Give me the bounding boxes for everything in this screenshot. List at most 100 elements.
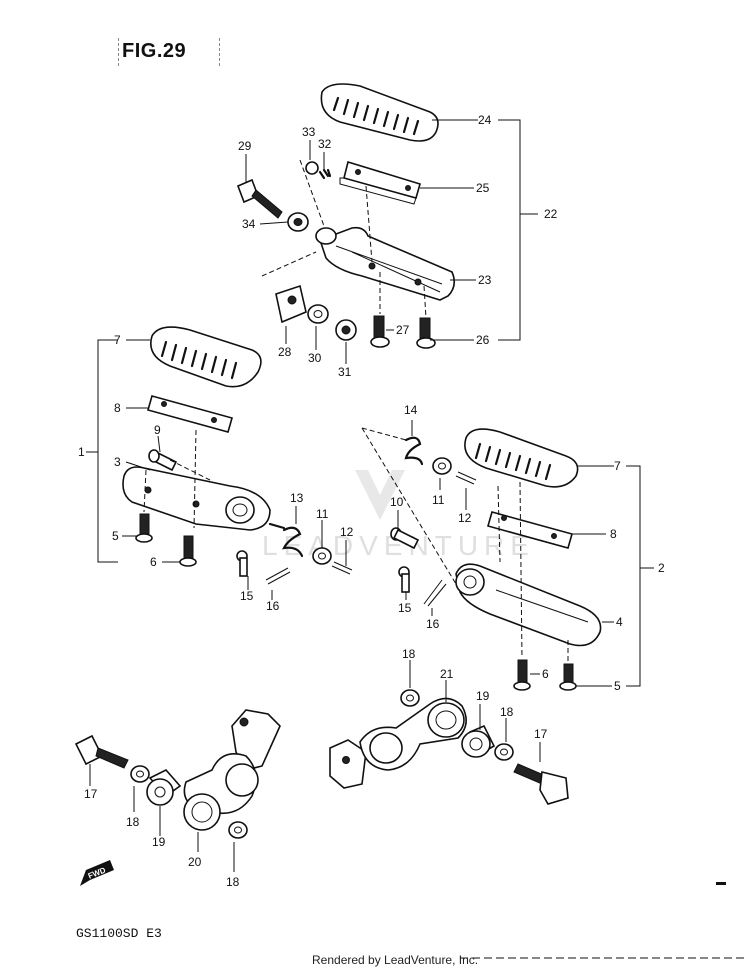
callout-31: 31: [338, 365, 352, 379]
callout-labels: 24 22 25 23 26 27 29 33 32 34 28 30 31 7…: [78, 113, 665, 889]
bolt-29: [236, 178, 283, 219]
callout-29: 29: [238, 139, 252, 153]
footrest-rubber-24: [320, 83, 439, 142]
pin-15-left: [236, 550, 248, 577]
callout-8-left: 8: [114, 401, 121, 415]
washer-11-left: [312, 547, 332, 565]
bracket-21: [329, 697, 467, 789]
callout-13: 13: [290, 491, 304, 505]
rubber-plate-25: [339, 160, 421, 205]
washer-18-top: [400, 689, 420, 707]
figure-label: FIG.29: [122, 40, 187, 62]
screw-26: [416, 317, 436, 349]
callout-6-left: 6: [150, 555, 157, 569]
callout-19-left: 19: [152, 835, 166, 849]
fwd-arrow-icon: FWD: [80, 860, 114, 886]
callout-6-right: 6: [542, 667, 549, 681]
callout-24: 24: [478, 113, 492, 127]
footrest-rubber-7-right: [464, 428, 579, 488]
callout-26: 26: [476, 333, 490, 347]
rubber-plate-8-left: [147, 395, 233, 433]
callout-18-right: 18: [500, 705, 514, 719]
footrest-rubber-7-left: [150, 326, 262, 388]
rubber-plate-8-right: [487, 511, 573, 549]
callout-8-right: 8: [610, 527, 617, 541]
callout-12-left: 12: [340, 525, 354, 539]
callout-34: 34: [242, 217, 256, 231]
callout-15-left: 15: [240, 589, 254, 603]
bolt-17-left: [74, 734, 129, 769]
bracket-28: [275, 284, 307, 324]
pin-10: [390, 527, 420, 550]
callout-15-right: 15: [398, 601, 412, 615]
callout-20: 20: [188, 855, 202, 869]
callout-25: 25: [476, 181, 490, 195]
callout-28: 28: [278, 345, 292, 359]
callout-12-right: 12: [458, 511, 472, 525]
screw-5-left: [135, 513, 153, 543]
callout-17-right: 17: [534, 727, 548, 741]
callout-33: 33: [302, 125, 316, 139]
callout-17-left: 17: [84, 787, 98, 801]
screw-6-right: [513, 659, 531, 691]
cotter-pin-12-left: [331, 561, 353, 575]
callout-11-left: 11: [316, 507, 329, 521]
screw-5-right: [559, 663, 577, 691]
callout-2: 2: [658, 561, 665, 575]
model-code: GS1100SD E3: [76, 926, 162, 941]
callout-22: 22: [544, 207, 558, 221]
callout-3: 3: [114, 455, 121, 469]
callout-16-right: 16: [426, 617, 440, 631]
spring-13: [268, 522, 304, 558]
callout-18-left: 18: [126, 815, 140, 829]
callout-9: 9: [154, 423, 161, 437]
cotter-pin-16-right: [423, 579, 447, 607]
cotter-pin-12-right: [455, 471, 477, 485]
callout-21: 21: [440, 667, 454, 681]
callout-27: 27: [396, 323, 410, 337]
bolt-17-right: [513, 763, 569, 805]
washer-18-bottom: [228, 821, 248, 839]
washer-18-right: [494, 743, 514, 761]
ball-33: [305, 161, 319, 175]
callout-14: 14: [404, 403, 418, 417]
cotter-pin-16-left: [265, 567, 291, 585]
callout-23: 23: [478, 273, 492, 287]
pin-15-right: [398, 566, 410, 593]
callout-16-left: 16: [266, 599, 280, 613]
washer-11-right: [432, 457, 452, 475]
callout-18-top: 18: [402, 647, 416, 661]
figure-label-frame: [118, 38, 220, 66]
footrest-3: [122, 466, 271, 531]
washer-34: [287, 212, 309, 232]
fwd-label: FWD: [87, 865, 107, 880]
callout-10: 10: [390, 495, 404, 509]
callout-1: 1: [78, 445, 85, 459]
callout-7-left: 7: [114, 333, 121, 347]
screw-6-left: [179, 535, 197, 567]
pin-9: [148, 449, 178, 472]
bushing-19-right: [461, 724, 496, 758]
callout-11-right: 11: [432, 493, 445, 507]
callout-19-right: 19: [476, 689, 490, 703]
washer-30: [307, 304, 329, 324]
spring-32: [318, 168, 332, 180]
callout-7-right: 7: [614, 459, 621, 473]
footrest-4: [455, 563, 602, 647]
washer-18-left: [130, 765, 150, 783]
footer-credit: Rendered by LeadVenture, Inc.: [312, 953, 479, 967]
scan-mark: [716, 882, 726, 885]
nut-31: [335, 319, 357, 341]
bracket-20: [183, 709, 281, 831]
callout-4: 4: [616, 615, 623, 629]
callout-5-right: 5: [614, 679, 621, 693]
footrest-23: [315, 226, 456, 301]
callout-18-bottom: 18: [226, 875, 240, 889]
bushing-19-left: [146, 769, 182, 806]
callout-32: 32: [318, 137, 332, 151]
callout-30: 30: [308, 351, 322, 365]
spring-14: [404, 436, 424, 466]
callout-5-left: 5: [112, 529, 119, 543]
screw-27: [370, 315, 390, 348]
